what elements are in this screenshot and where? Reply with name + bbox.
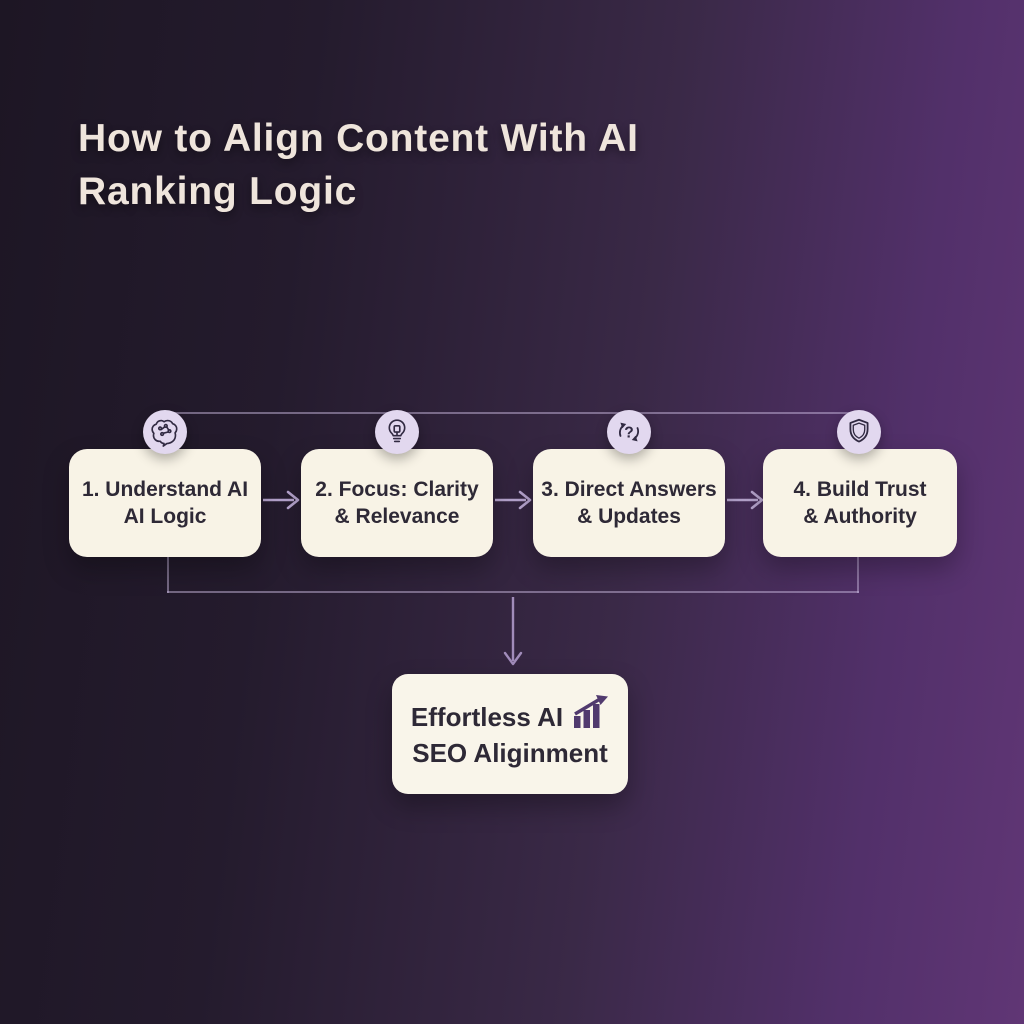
step3-label-line2: & Updates bbox=[577, 505, 681, 528]
connector-bottom-horizontal bbox=[167, 591, 859, 593]
step3-badge: ? bbox=[607, 410, 651, 454]
step4-label-line2: & Authority bbox=[803, 505, 917, 528]
step3-label-line1: 3. Direct Answers bbox=[541, 478, 717, 501]
step4-label-line1: 4. Build Trust bbox=[793, 478, 927, 501]
top-connector-line bbox=[170, 412, 858, 414]
step1-card: 1. Understand AI AI Logic bbox=[69, 449, 261, 557]
svg-text:?: ? bbox=[624, 424, 634, 441]
step3-card: 3. Direct Answers & Updates bbox=[533, 449, 725, 557]
page-title-line1: How to Align Content With AI bbox=[78, 117, 639, 160]
connector-left-vertical bbox=[167, 557, 169, 593]
page-title-line2: Ranking Logic bbox=[78, 170, 358, 213]
page-title: How to Align Content With AI Ranking Log… bbox=[78, 112, 639, 218]
step2-label-line1: 2. Focus: Clarity bbox=[315, 478, 479, 501]
refresh-question-icon: ? bbox=[611, 414, 647, 450]
step2-badge bbox=[375, 410, 419, 454]
lightbulb-icon bbox=[379, 414, 415, 450]
result-label-line1: Effortless AI bbox=[410, 702, 564, 732]
step2-label-line2: & Relevance bbox=[334, 505, 460, 528]
brain-icon bbox=[147, 414, 183, 450]
arrow-step1-step2 bbox=[263, 490, 300, 510]
step1-badge bbox=[143, 410, 187, 454]
result-label-line2: SEO Aliginment bbox=[412, 737, 608, 768]
shield-icon bbox=[841, 414, 877, 450]
arrow-step3-step4 bbox=[727, 490, 764, 510]
connector-right-vertical bbox=[857, 557, 859, 593]
result-card: Effortless AI SEO Aliginment bbox=[392, 674, 628, 794]
step2-card: 2. Focus: Clarity & Relevance bbox=[301, 449, 493, 557]
step1-label-line1: 1. Understand AI bbox=[81, 478, 249, 501]
growth-chart-icon bbox=[571, 694, 609, 733]
step4-card: 4. Build Trust & Authority bbox=[763, 449, 957, 557]
down-arrow bbox=[503, 597, 523, 666]
step4-badge bbox=[837, 410, 881, 454]
step1-label-line2: AI Logic bbox=[123, 505, 207, 528]
arrow-step2-step3 bbox=[495, 490, 532, 510]
